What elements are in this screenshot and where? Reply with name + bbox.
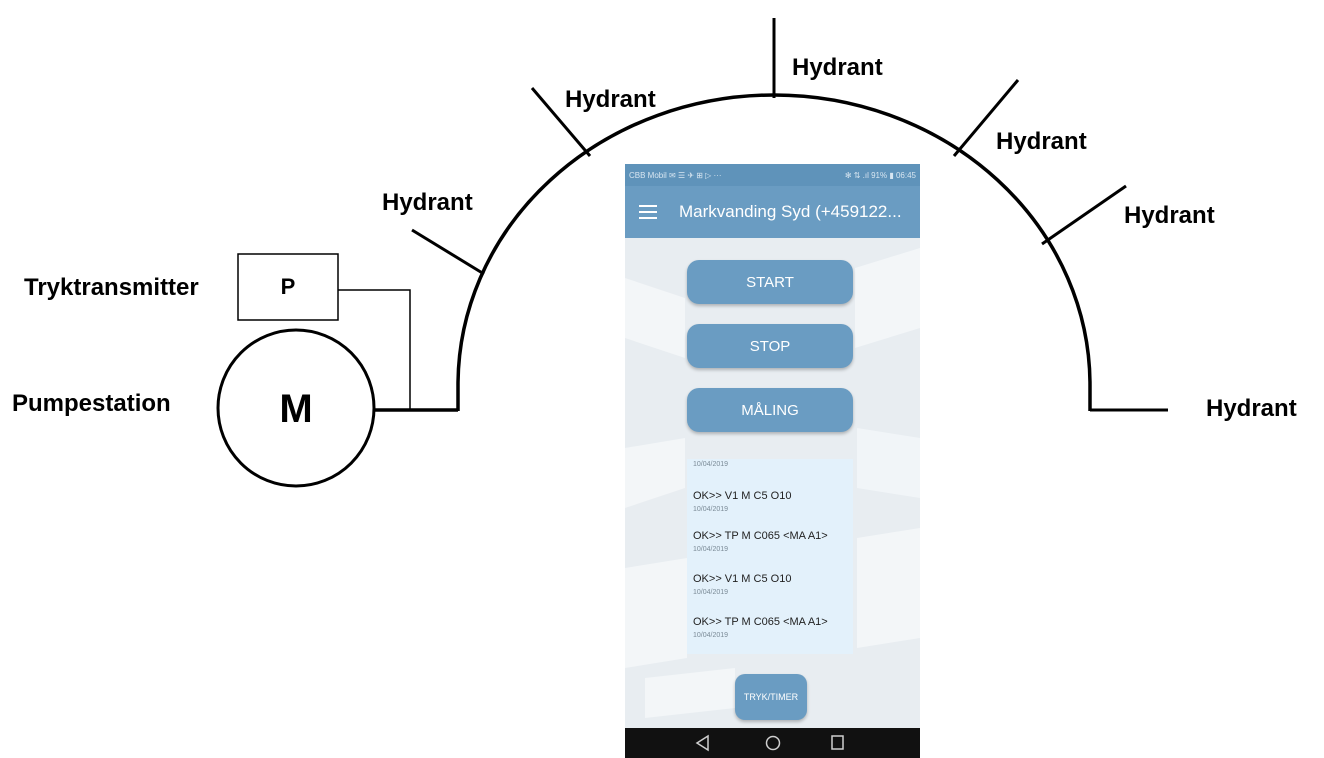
pumpestation-label: Pumpestation [12, 390, 171, 417]
pump-motor-circle [216, 328, 376, 488]
log-message: OK>> TP M C065 <MA A1> [693, 530, 828, 542]
log-time: 10/04/2019 [693, 589, 729, 596]
hydrant-label-5: Hydrant [1124, 202, 1215, 229]
app-bar: Markvanding Syd (+459122... [625, 186, 920, 238]
log-entry: OK>> V1 M C5 O10 10/04/2019 [693, 573, 792, 597]
background-pattern [625, 248, 920, 718]
log-entry: OK>> TP M C065 <MA A1> 10/04/2019 [693, 616, 828, 640]
maling-button[interactable]: MÅLING [687, 388, 853, 432]
hydrant-label-3: Hydrant [792, 54, 883, 81]
pressure-symbol: P [280, 274, 296, 299]
recents-icon[interactable] [830, 734, 846, 752]
log-entry: 10/04/2019 [693, 461, 728, 468]
home-icon[interactable] [764, 734, 782, 752]
start-button[interactable]: START [687, 260, 853, 304]
hydrant-branch-5 [1041, 184, 1127, 246]
log-message: OK>> V1 M C5 O10 [693, 573, 792, 585]
log-message: OK>> TP M C065 <MA A1> [693, 616, 828, 628]
status-bar: CBB Mobil ✉ ☰ ✈ ⊞ ▷ ··· ✻ ⇅ .ıl 91% ▮ 06… [625, 164, 920, 186]
log-time: 10/04/2019 [693, 461, 729, 468]
hydrant-branch-4 [952, 79, 1020, 157]
hydrant-branch-1 [411, 228, 485, 276]
log-entry: OK>> TP M C065 <MA A1> 10/04/2019 [693, 530, 828, 554]
hydrant-label-4: Hydrant [996, 128, 1087, 155]
status-bar-right: ✻ ⇅ .ıl 91% ▮ 06:45 [844, 170, 916, 180]
phone-screen: CBB Mobil ✉ ☰ ✈ ⊞ ▷ ··· ✻ ⇅ .ıl 91% ▮ 06… [625, 164, 920, 758]
tryk-timer-button[interactable]: TRYK/TIMER [735, 674, 807, 720]
tryktransmitter-label: Tryktransmitter [24, 274, 199, 301]
back-icon[interactable] [695, 734, 711, 752]
menu-icon[interactable] [639, 205, 657, 219]
log-message: OK>> V1 M C5 O10 [693, 490, 792, 502]
message-log[interactable]: 10/04/2019 OK>> V1 M C5 O10 10/04/2019 O… [687, 459, 853, 654]
stop-button[interactable]: STOP [687, 324, 853, 368]
hydrant-label-6: Hydrant [1206, 395, 1297, 422]
status-bar-left: CBB Mobil ✉ ☰ ✈ ⊞ ▷ ··· [629, 170, 722, 180]
app-title: Markvanding Syd (+459122... [679, 202, 902, 221]
transmitter-signal-line [338, 289, 411, 410]
hydrant-branch-2 [530, 87, 592, 157]
log-time: 10/04/2019 [693, 546, 729, 553]
log-time: 10/04/2019 [693, 632, 729, 639]
navigation-bar [625, 728, 920, 758]
pressure-transmitter-box [237, 253, 339, 321]
hydrant-label-1: Hydrant [382, 189, 473, 216]
hydrant-label-2: Hydrant [565, 86, 656, 113]
log-time: 10/04/2019 [693, 506, 729, 513]
log-entry: OK>> V1 M C5 O10 10/04/2019 [693, 490, 792, 514]
motor-symbol: M [279, 387, 313, 431]
